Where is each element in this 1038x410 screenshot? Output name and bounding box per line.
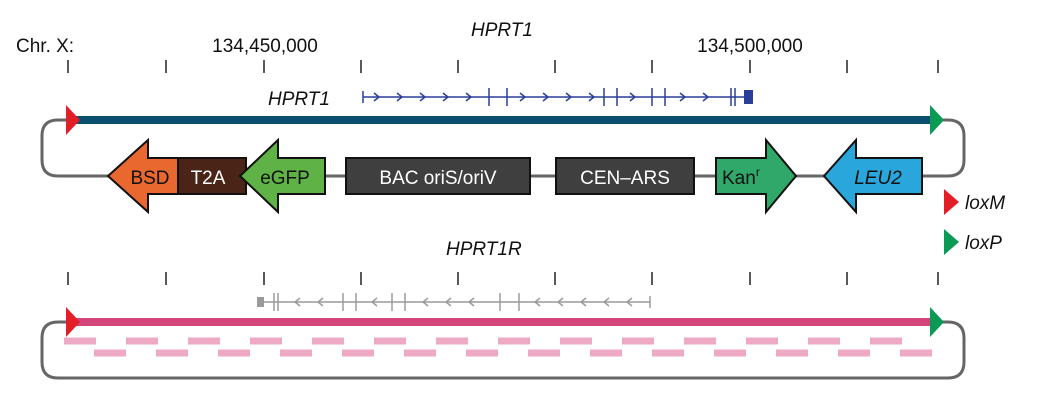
coord-label-right: 134,500,000 bbox=[697, 36, 803, 57]
kanr-arrow bbox=[715, 137, 798, 215]
top-ruler bbox=[67, 60, 939, 73]
gene-track-label: HPRT1 bbox=[268, 89, 330, 110]
top-gene-title: HPRT1 bbox=[471, 20, 533, 41]
gene-strand-arrows bbox=[293, 297, 633, 307]
loxm-site-top bbox=[66, 105, 80, 135]
bottom-ruler bbox=[67, 272, 939, 285]
loxm-legend-label: loxM bbox=[965, 193, 1005, 214]
egfp-arrow bbox=[238, 137, 326, 215]
hprt1r-gene-model bbox=[257, 293, 651, 311]
loxp-legend-label: loxP bbox=[965, 233, 1002, 254]
bottom-gene-title: HPRT1R bbox=[446, 239, 522, 260]
bottom-loop bbox=[40, 320, 966, 380]
coord-label-left: 134,450,000 bbox=[212, 36, 318, 57]
gene-end-block bbox=[744, 90, 753, 104]
gene-exons bbox=[488, 88, 736, 106]
loxm-site-bottom bbox=[66, 307, 80, 337]
hprt1-gene-model bbox=[362, 88, 753, 106]
kanr-label: Kanr bbox=[722, 165, 760, 189]
bsd-arrow bbox=[106, 137, 179, 215]
bac-ori-box bbox=[345, 157, 531, 195]
egfp-label: eGFP bbox=[260, 168, 310, 189]
loxp-site-bottom bbox=[930, 307, 944, 337]
loxm-legend-icon bbox=[944, 189, 959, 215]
gene-strand-arrows bbox=[373, 92, 710, 102]
t2a-label: T2A bbox=[191, 168, 226, 189]
leu2-arrow bbox=[822, 137, 923, 215]
loxp-legend-icon bbox=[944, 229, 959, 255]
cen-ars-box bbox=[555, 157, 695, 195]
chromosome-label: Chr. X: bbox=[16, 36, 74, 57]
bsd-label: BSD bbox=[130, 168, 169, 189]
gene-exons bbox=[273, 293, 520, 311]
bac-ori-label: BAC oriS/oriV bbox=[379, 168, 497, 189]
t2a-box bbox=[177, 157, 247, 195]
gene-end-block bbox=[257, 297, 264, 307]
top-loop-right bbox=[920, 118, 966, 178]
cen-ars-label: CEN–ARS bbox=[580, 168, 670, 189]
loxp-site-top bbox=[930, 105, 944, 135]
top-loop-left bbox=[40, 118, 112, 178]
leu2-label: LEU2 bbox=[854, 168, 902, 189]
